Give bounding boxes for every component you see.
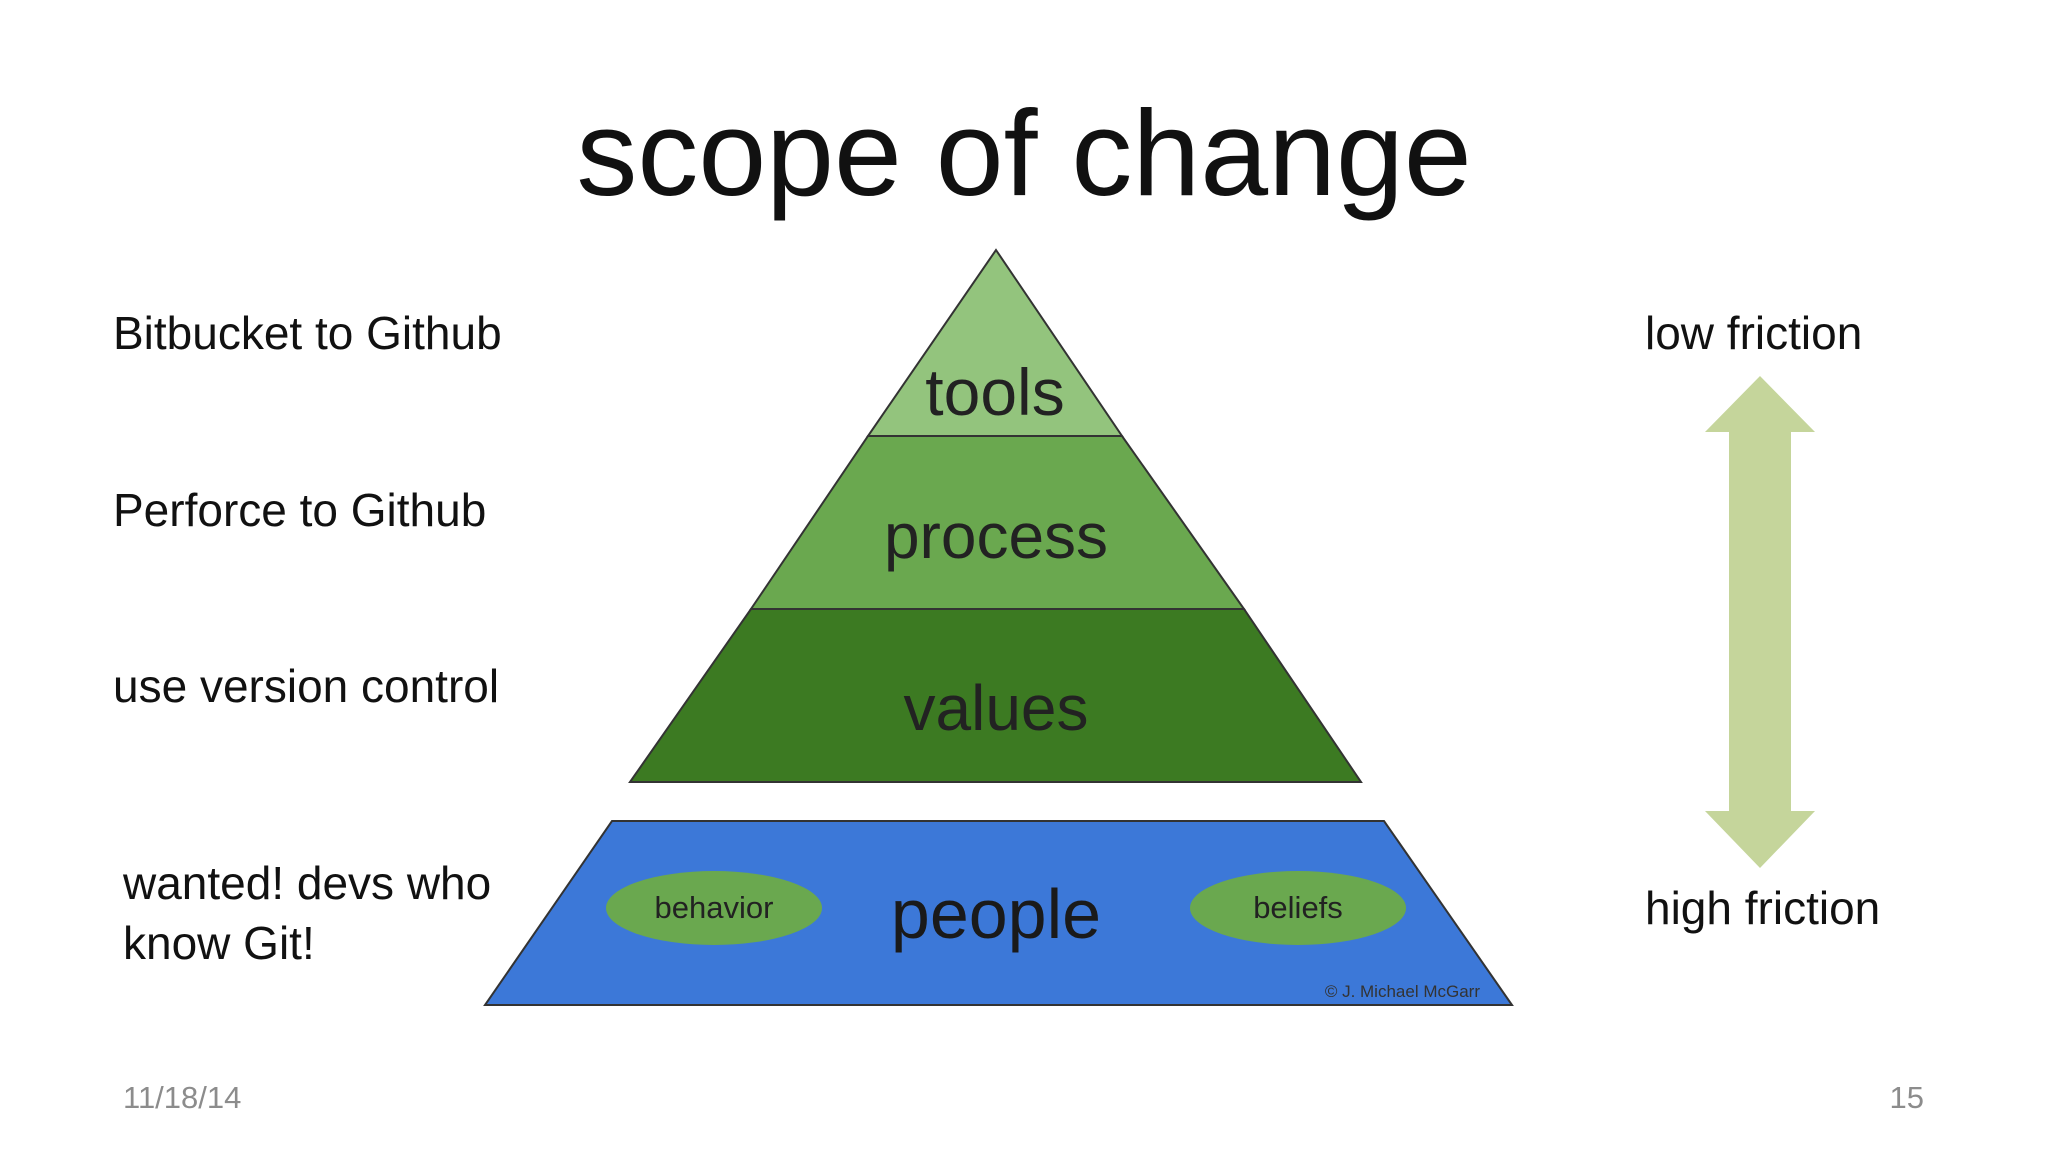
people-example-line-2: know Git! <box>123 916 315 969</box>
pyramid-layer-people <box>483 820 1514 1006</box>
people-example-label: wanted! devs who know Git! <box>123 854 491 974</box>
process-example-label: Perforce to Github <box>113 484 487 536</box>
layer-label-process: process <box>884 500 1108 572</box>
tools-example-label: Bitbucket to Github <box>113 307 502 359</box>
low-friction-label: low friction <box>1645 307 1863 359</box>
friction-double-arrow <box>1705 376 1815 868</box>
oval-behavior <box>606 871 822 945</box>
people-example-line-1: wanted! devs who <box>123 857 492 909</box>
diagram-credit: © J. Michael McGarr <box>1325 982 1480 1001</box>
layer-label-tools: tools <box>925 355 1064 429</box>
values-example-label: use version control <box>113 660 500 712</box>
slide-title: scope of change <box>576 85 1472 221</box>
oval-label-behavior: behavior <box>655 890 774 925</box>
footer-date: 11/18/14 <box>123 1080 242 1115</box>
layer-label-people: people <box>891 875 1101 953</box>
footer-page-number: 15 <box>1889 1080 1924 1115</box>
oval-label-beliefs: beliefs <box>1253 890 1343 925</box>
pyramid-layer-values <box>628 608 1363 783</box>
layer-label-values: values <box>904 672 1089 744</box>
high-friction-label: high friction <box>1645 882 1881 934</box>
oval-beliefs <box>1190 871 1406 945</box>
